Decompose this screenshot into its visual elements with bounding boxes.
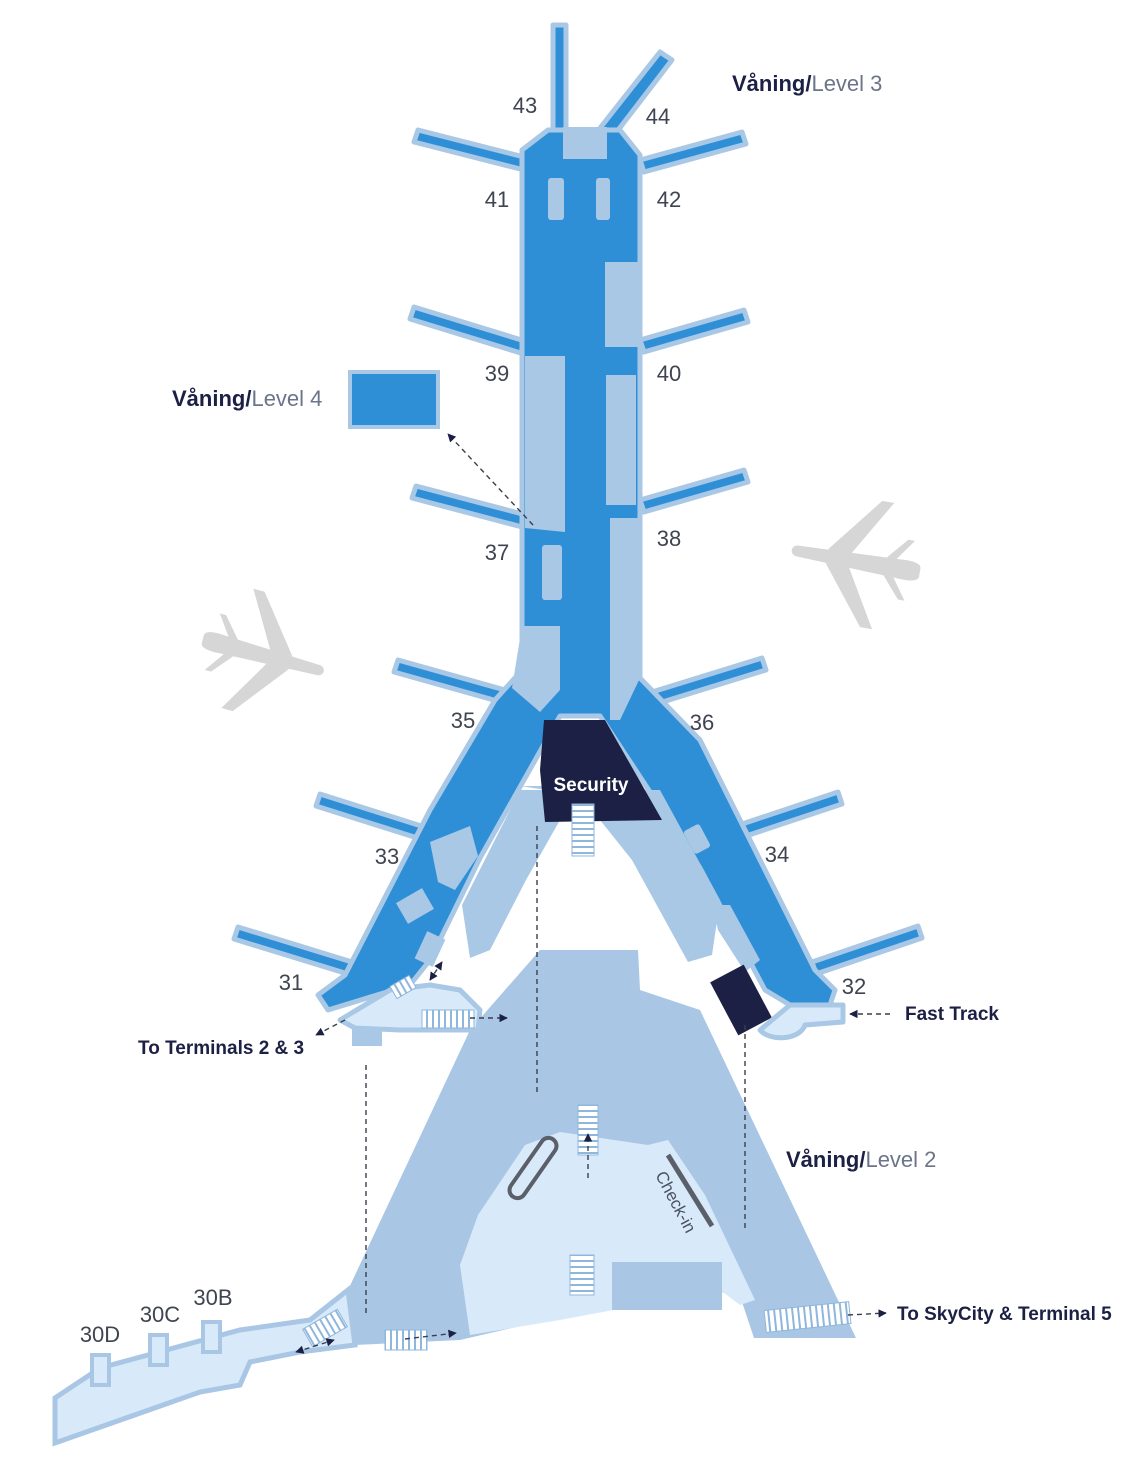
airplane-icon [780, 486, 931, 636]
gate-30b-label: 30B [193, 1285, 232, 1310]
gate-34-label: 34 [765, 842, 789, 867]
escalator [389, 974, 417, 1000]
fast-track-corridor [757, 1002, 846, 1041]
to-terminals-2-3-label[interactable]: To Terminals 2 & 3 [138, 1038, 304, 1059]
gate-30b-stub [201, 1320, 222, 1354]
fast-track-area [710, 964, 772, 1036]
gate-40-label: 40 [657, 361, 681, 386]
gate-37-label: 37 [485, 540, 509, 565]
gate-32-label: 32 [842, 974, 866, 999]
baggage-carousel [507, 1135, 559, 1201]
gate-33-label: 33 [375, 844, 399, 869]
gate-38-label: 38 [657, 526, 681, 551]
to-skycity-terminal-5-label[interactable]: To SkyCity & Terminal 5 [897, 1304, 1112, 1325]
gate-30d-stub [90, 1353, 111, 1387]
level-3-piers [231, 22, 925, 1046]
level-4-title: Våning/Level 4 [172, 386, 322, 411]
gate-41-label: 41 [485, 187, 509, 212]
gate-42-label: 42 [657, 187, 681, 212]
level-4-area [348, 370, 440, 429]
escalator [301, 1308, 349, 1348]
fast-track-label[interactable]: Fast Track [905, 1004, 999, 1025]
security-label: Security [554, 775, 629, 796]
gate-44-label: 44 [646, 104, 670, 129]
security-area [540, 720, 662, 822]
gate-30c-label: 30C [140, 1302, 180, 1327]
pier-lounges [396, 127, 760, 972]
escalator [421, 1009, 475, 1029]
escalator [571, 803, 595, 857]
level-connector-lines [295, 433, 890, 1354]
level-2-hall: Check-in [52, 950, 856, 1447]
gate-31-label: 31 [279, 970, 303, 995]
gate-43-label: 43 [513, 93, 537, 118]
level-2-room [612, 1262, 722, 1310]
gate-35-label: 35 [451, 708, 475, 733]
level-3-title: Våning/Level 3 [732, 71, 882, 96]
level-2-title: Våning/Level 2 [786, 1147, 936, 1172]
pier-lower-concourse [462, 790, 720, 962]
stair-block [352, 1028, 382, 1046]
escalator [384, 1329, 428, 1351]
gate-36-label: 36 [690, 710, 714, 735]
airplane-icon [186, 579, 340, 732]
gate-30d-label: 30D [80, 1322, 120, 1347]
pier-main [315, 127, 838, 1013]
check-in-counter [665, 1153, 715, 1228]
gate-30c-stub [148, 1333, 169, 1367]
gate-39-label: 39 [485, 361, 509, 386]
escalator [569, 1254, 595, 1296]
escalator [763, 1301, 852, 1333]
